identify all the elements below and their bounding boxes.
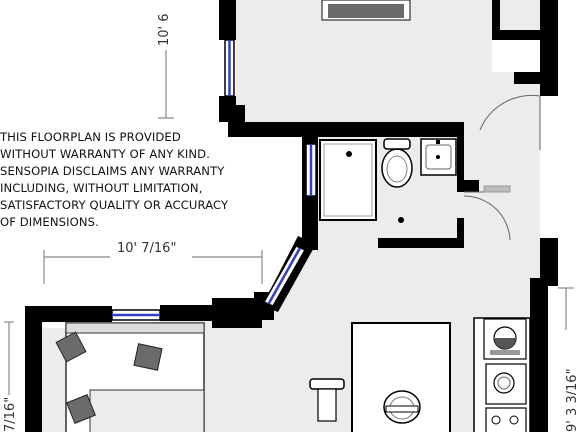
closet-bottom-wall [492, 30, 540, 40]
bathroom-left-jog [300, 126, 322, 136]
stool-seat [309, 378, 345, 390]
toilet-bowl [381, 148, 413, 188]
bathroom-sink-basin [425, 144, 452, 170]
cushion-2 [133, 343, 163, 371]
sofa-back [65, 322, 205, 334]
washer-drum-fill [494, 338, 516, 349]
burner-2 [509, 415, 519, 425]
disclaimer-line: SENSOPIA DISCLAIMS ANY WARRANTY [0, 164, 225, 178]
main-top-wall-left [25, 306, 42, 322]
disclaimer-line: INCLUDING, WITHOUT LIMITATION, [0, 181, 203, 195]
hall-top-jog [514, 72, 540, 84]
disclaimer-line: WITHOUT WARRANTY OF ANY KIND. [0, 147, 210, 161]
bathroom-door-threshold [483, 185, 511, 193]
dryer-drum [493, 372, 515, 394]
shower-drain [346, 151, 352, 157]
dimension-lines [4, 50, 574, 395]
toilet-seat [386, 155, 408, 183]
living-furniture [55, 322, 205, 432]
dim-middle-label: 10' 7/16" [117, 241, 176, 256]
bathroom-door-swing [463, 195, 511, 241]
bathroom-right-wall-upper [457, 126, 464, 181]
bedroom-right-wall [492, 0, 500, 40]
main-top-wall-c [212, 298, 262, 328]
cushion-3 [66, 394, 96, 424]
floor-drain [398, 217, 404, 223]
dim-top-label: 10' 6 [157, 13, 172, 46]
bed-headboard [328, 4, 404, 18]
bathroom-sink-drain [436, 155, 440, 159]
bedroom-bottom-wall [228, 122, 464, 137]
angled-window-glass [267, 247, 302, 305]
disclaimer-line: OF DIMENSIONS. [0, 215, 99, 229]
kitchen-right-wall [530, 278, 548, 432]
bathroom-sink-tap [436, 140, 440, 144]
main-top-wall-a [42, 306, 112, 322]
disclaimer-text: THIS FLOORPLAN IS PROVIDED WITHOUT WARRA… [0, 129, 232, 231]
kitchen-sink-tap [385, 405, 419, 413]
kitchen-furniture [309, 317, 531, 432]
cushion-1 [55, 331, 87, 363]
kitchen-right-jog [540, 270, 558, 286]
dim-right-label: 9' 3 3/16" [565, 368, 576, 432]
hall-right-wall [540, 0, 558, 96]
doors [463, 94, 541, 241]
hall-door-swing [479, 94, 541, 131]
main-top-wall-b [160, 305, 222, 321]
bathroom-right-jog [457, 180, 479, 192]
stove [485, 407, 527, 432]
bedroom-left-wall-upper [219, 0, 236, 40]
bathroom-bottom-wall [378, 238, 464, 248]
dryer-drum-inner [497, 376, 511, 390]
dim-left-label: 7/16" [3, 397, 18, 432]
stool-back [317, 388, 337, 422]
disclaimer-line: SATISFACTORY QUALITY OR ACCURACY [0, 198, 229, 212]
main-left-wall [25, 322, 42, 432]
sofa-arm [89, 389, 205, 432]
disclaimer-line: THIS FLOORPLAN IS PROVIDED [0, 130, 181, 144]
hallway-floor [464, 72, 540, 257]
shower-tray-inner [323, 143, 373, 217]
closet-floor [500, 0, 540, 30]
toilet-tank [383, 138, 411, 150]
burner-1 [491, 415, 501, 425]
bed [321, 0, 411, 21]
windows [111, 39, 317, 321]
bathroom-fixtures [319, 138, 457, 223]
washer-controls [490, 350, 520, 355]
bathroom-right-wall-lower [457, 218, 464, 240]
